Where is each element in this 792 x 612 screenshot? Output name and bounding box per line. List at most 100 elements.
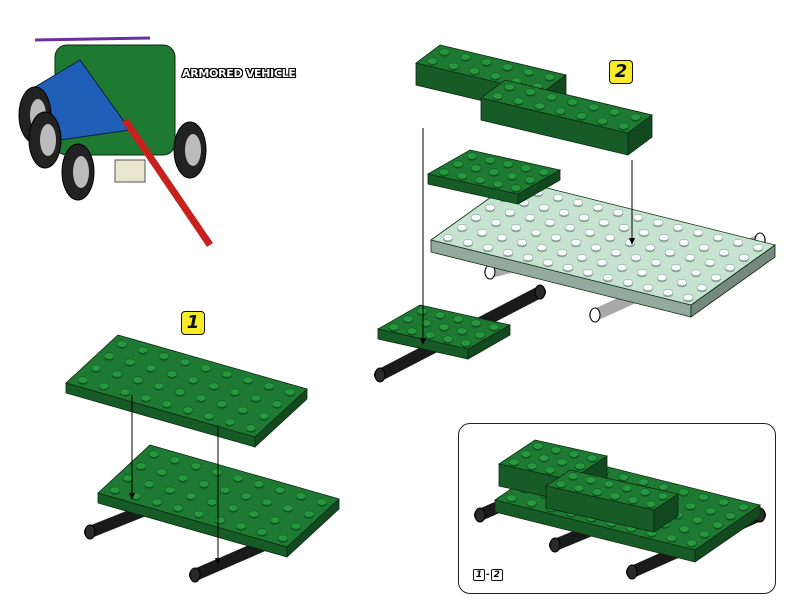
stud bbox=[271, 400, 283, 408]
stud bbox=[470, 164, 482, 172]
stud bbox=[462, 239, 474, 246]
stud bbox=[699, 530, 710, 538]
inset-step-sep: - bbox=[486, 570, 490, 580]
stud bbox=[513, 97, 524, 105]
stud bbox=[658, 483, 669, 491]
stud bbox=[274, 486, 286, 494]
stud bbox=[504, 209, 516, 216]
stud bbox=[466, 152, 478, 160]
stud bbox=[484, 156, 496, 164]
stud bbox=[656, 274, 668, 281]
stud bbox=[610, 249, 622, 256]
black-rail-end-cap bbox=[474, 507, 486, 523]
stud bbox=[584, 229, 596, 236]
stud bbox=[718, 249, 730, 256]
stud bbox=[502, 63, 513, 71]
stud bbox=[738, 503, 749, 511]
stud bbox=[284, 388, 296, 396]
stud bbox=[664, 249, 676, 256]
stud bbox=[166, 370, 178, 378]
stud bbox=[523, 68, 534, 76]
stud bbox=[111, 370, 123, 378]
stud bbox=[555, 480, 567, 488]
wheel-hub bbox=[185, 134, 201, 166]
stud bbox=[544, 73, 555, 81]
stud bbox=[143, 480, 155, 488]
stud bbox=[712, 234, 724, 241]
stud bbox=[538, 204, 550, 211]
stud bbox=[200, 364, 212, 372]
stud bbox=[232, 474, 244, 482]
stud bbox=[638, 478, 649, 486]
stud bbox=[295, 492, 307, 500]
stud bbox=[704, 259, 716, 266]
stud bbox=[502, 160, 514, 168]
stud bbox=[460, 339, 472, 347]
stud bbox=[490, 219, 502, 226]
stud bbox=[672, 224, 684, 231]
stud bbox=[564, 224, 576, 231]
model-title: ARMORED VEHICLE bbox=[182, 67, 296, 80]
stud bbox=[705, 507, 716, 515]
stud bbox=[161, 400, 173, 408]
stud bbox=[552, 194, 564, 201]
stud bbox=[609, 492, 621, 500]
stud bbox=[585, 476, 597, 484]
stud bbox=[603, 480, 615, 488]
stud bbox=[140, 394, 152, 402]
wheel-hub bbox=[73, 156, 89, 188]
stud bbox=[124, 358, 136, 366]
inset-step-from: 1 bbox=[473, 569, 485, 581]
stud bbox=[156, 468, 168, 476]
stud bbox=[402, 315, 414, 323]
black-rail-end-cap bbox=[534, 284, 546, 300]
stud bbox=[208, 382, 220, 390]
stud bbox=[282, 504, 294, 512]
stud bbox=[227, 504, 239, 512]
stud bbox=[456, 172, 468, 180]
stud bbox=[242, 376, 254, 384]
stud bbox=[193, 510, 205, 518]
stud bbox=[570, 239, 582, 246]
stud bbox=[506, 172, 518, 180]
stud bbox=[612, 209, 624, 216]
stud bbox=[510, 184, 522, 192]
stud bbox=[544, 466, 556, 474]
stud bbox=[558, 209, 570, 216]
step2-brick-b-top bbox=[480, 79, 653, 134]
stud bbox=[219, 486, 231, 494]
stud bbox=[692, 229, 704, 236]
stud bbox=[245, 424, 257, 432]
stud bbox=[538, 454, 550, 462]
stud bbox=[618, 473, 629, 481]
stud bbox=[586, 454, 598, 462]
stud bbox=[696, 284, 708, 291]
stud bbox=[492, 180, 504, 188]
stud bbox=[151, 498, 163, 506]
stud bbox=[627, 496, 639, 504]
stud bbox=[662, 289, 674, 296]
step2-arrow-head bbox=[629, 238, 635, 245]
stud bbox=[116, 340, 128, 348]
stud bbox=[682, 294, 694, 301]
stud bbox=[424, 331, 436, 339]
stud bbox=[439, 48, 450, 56]
stud bbox=[522, 254, 534, 261]
stud bbox=[240, 492, 252, 500]
stud bbox=[224, 418, 236, 426]
stud bbox=[597, 117, 608, 125]
inset-brick-b-top bbox=[544, 469, 680, 511]
stud bbox=[542, 259, 554, 266]
stud bbox=[568, 450, 580, 458]
stud bbox=[206, 498, 218, 506]
stud bbox=[598, 219, 610, 226]
stud bbox=[490, 72, 501, 80]
stud bbox=[182, 406, 194, 414]
stud bbox=[174, 388, 186, 396]
stud bbox=[438, 168, 450, 176]
stud bbox=[588, 103, 599, 111]
stud bbox=[618, 224, 630, 231]
stud bbox=[261, 498, 273, 506]
stud bbox=[504, 83, 515, 91]
stud bbox=[638, 229, 650, 236]
